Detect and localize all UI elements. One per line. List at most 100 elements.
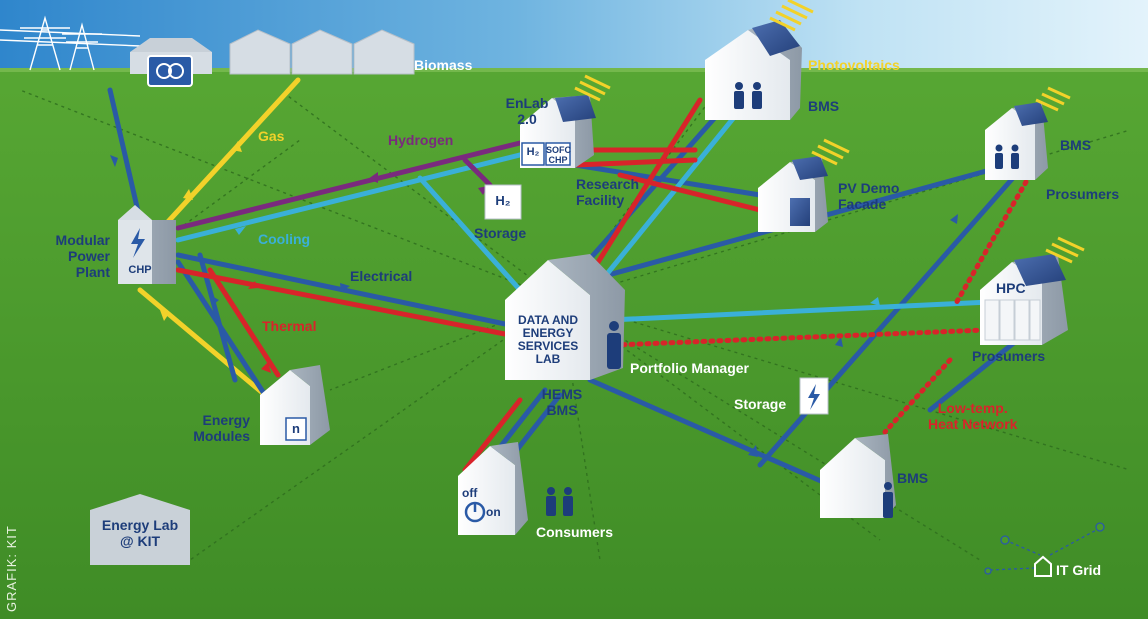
hems-label-line1: HEMS [541, 386, 583, 402]
electrical-label: Electrical [350, 268, 413, 284]
sun-rays [769, 0, 814, 32]
lightning-icon [808, 384, 820, 410]
portfolio-manager-label: Portfolio Manager [630, 360, 750, 376]
power-switch-icon [464, 501, 486, 523]
hpc-building [980, 236, 1085, 345]
solar-panel-icon [792, 156, 828, 180]
pv-demo-label-line1: PV Demo [838, 180, 900, 196]
battery-storage-label: Storage [734, 396, 787, 412]
hems-bms-label: HEMS BMS [540, 386, 584, 418]
enlab-label-line1: EnLab [505, 95, 549, 111]
desl-label-line1: DATA AND [518, 313, 578, 327]
person-icon [883, 482, 893, 518]
sofc-chp-label: SOFC CHP [546, 145, 572, 165]
facade-panel [790, 198, 810, 226]
transformer-icon [156, 63, 184, 79]
enlab-building [520, 74, 611, 168]
heat-network-dots [612, 172, 1033, 435]
modular-label-line1: Modular [55, 232, 110, 248]
photovoltaics-label: Photovoltaics [808, 57, 900, 73]
thermal-arrows [248, 281, 271, 373]
on-label: on [486, 505, 501, 519]
cooling-arrows [235, 226, 880, 306]
sun-rays [574, 74, 611, 102]
solar-panel-icon [1014, 102, 1048, 126]
thermal-label: Thermal [262, 318, 317, 334]
sofc-label-line1: SOFC [546, 145, 572, 155]
energy-modules-label-line2: Modules [193, 428, 250, 444]
energy-modules-house [260, 365, 330, 445]
hpc-label: HPC [996, 280, 1026, 296]
enlab-label: EnLab 2.0 [505, 95, 549, 127]
prosumers-mid-label: Prosumers [972, 348, 1046, 364]
gas-lines [137, 77, 301, 398]
h2-storage-tank [484, 184, 522, 220]
bms-top-label: BMS [808, 98, 840, 114]
credit-label: GRAFIK: KIT [4, 525, 19, 612]
research-label-line2: Facility [576, 192, 625, 208]
lowtemp-label-line1: Low-temp. [937, 400, 1008, 416]
hydrogen-label: Hydrogen [388, 132, 454, 148]
research-label-line1: Research [576, 176, 640, 192]
consumers-house [458, 442, 573, 535]
energy-lab-label-line1: Energy Lab [101, 517, 179, 533]
sun-rays [1035, 86, 1071, 112]
person-icon [607, 321, 621, 369]
consumers-label: Consumers [536, 524, 614, 540]
network-node-icon [1034, 555, 1052, 577]
energy-lab-label-line2: @ KIT [119, 533, 161, 549]
it-grid-graphic [984, 522, 1105, 577]
prosumer-house-top [985, 86, 1071, 180]
h2-storage-box-label: H₂ [495, 193, 511, 208]
desl-label-line4: LAB [535, 352, 561, 366]
solar-panel-icon [1014, 254, 1066, 286]
modular-label-line2: Power [67, 248, 110, 264]
horizon-line [0, 68, 1148, 72]
low-temp-heat-network-label: Low-temp. Heat Network [928, 400, 1017, 432]
gas-label: Gas [258, 128, 285, 144]
lightning-icon [131, 228, 145, 258]
it-grid-label: IT Grid [1056, 562, 1102, 578]
sun-rays [1045, 236, 1085, 264]
modular-label-line3: Plant [75, 264, 110, 280]
desl-label-line3: SERVICES [517, 339, 579, 353]
enlab-label-line2: 2.0 [517, 111, 537, 127]
hydrogen-lines [175, 140, 523, 231]
cooling-label: Cooling [258, 231, 311, 247]
energy-lab-kit-label: Energy Lab @ KIT [90, 517, 190, 549]
bms-bottom-label: BMS [897, 470, 929, 486]
pv-demo-facade-label: PV Demo Facade [838, 180, 899, 212]
biomass-label: Biomass [414, 57, 473, 73]
pv-house-top [705, 0, 814, 120]
bms-right-label: BMS [1060, 137, 1092, 153]
research-facility-label: Research Facility [576, 176, 639, 208]
desl-label: DATA AND ENERGY SERVICES LAB [508, 314, 588, 366]
solar-panel-icon [752, 20, 800, 56]
biomass-silos [229, 29, 415, 75]
electrical-arrows [110, 155, 958, 457]
sun-rays [811, 138, 850, 166]
h2-storage-label: Storage [474, 225, 527, 241]
module-n-label: n [292, 421, 300, 436]
energy-modules-label: Energy Modules [180, 412, 250, 444]
chp-plant [118, 205, 176, 284]
off-label: off [462, 486, 478, 500]
hems-label-line2: BMS [546, 402, 578, 418]
pv-demo-facade-house [758, 138, 850, 232]
prosumers-top-label: Prosumers [1046, 186, 1120, 202]
hydrogen-arrow [368, 172, 378, 183]
battery-storage [799, 377, 829, 415]
people-icon [995, 144, 1019, 169]
solar-panel-icon [555, 95, 596, 122]
people-icon [546, 487, 573, 516]
transformer-building [130, 38, 212, 87]
energy-modules-label-line1: Energy [202, 412, 250, 428]
sofc-label-line2: CHP [548, 155, 568, 165]
data-energy-services-lab [505, 254, 625, 380]
server-racks [984, 299, 1041, 341]
enlab-h2-box-label: H₂ [526, 146, 540, 158]
modular-power-plant-label: Modular Power Plant [30, 232, 110, 280]
energy-lab-kit-building [90, 494, 190, 565]
desl-label-line2: ENERGY [522, 326, 574, 340]
